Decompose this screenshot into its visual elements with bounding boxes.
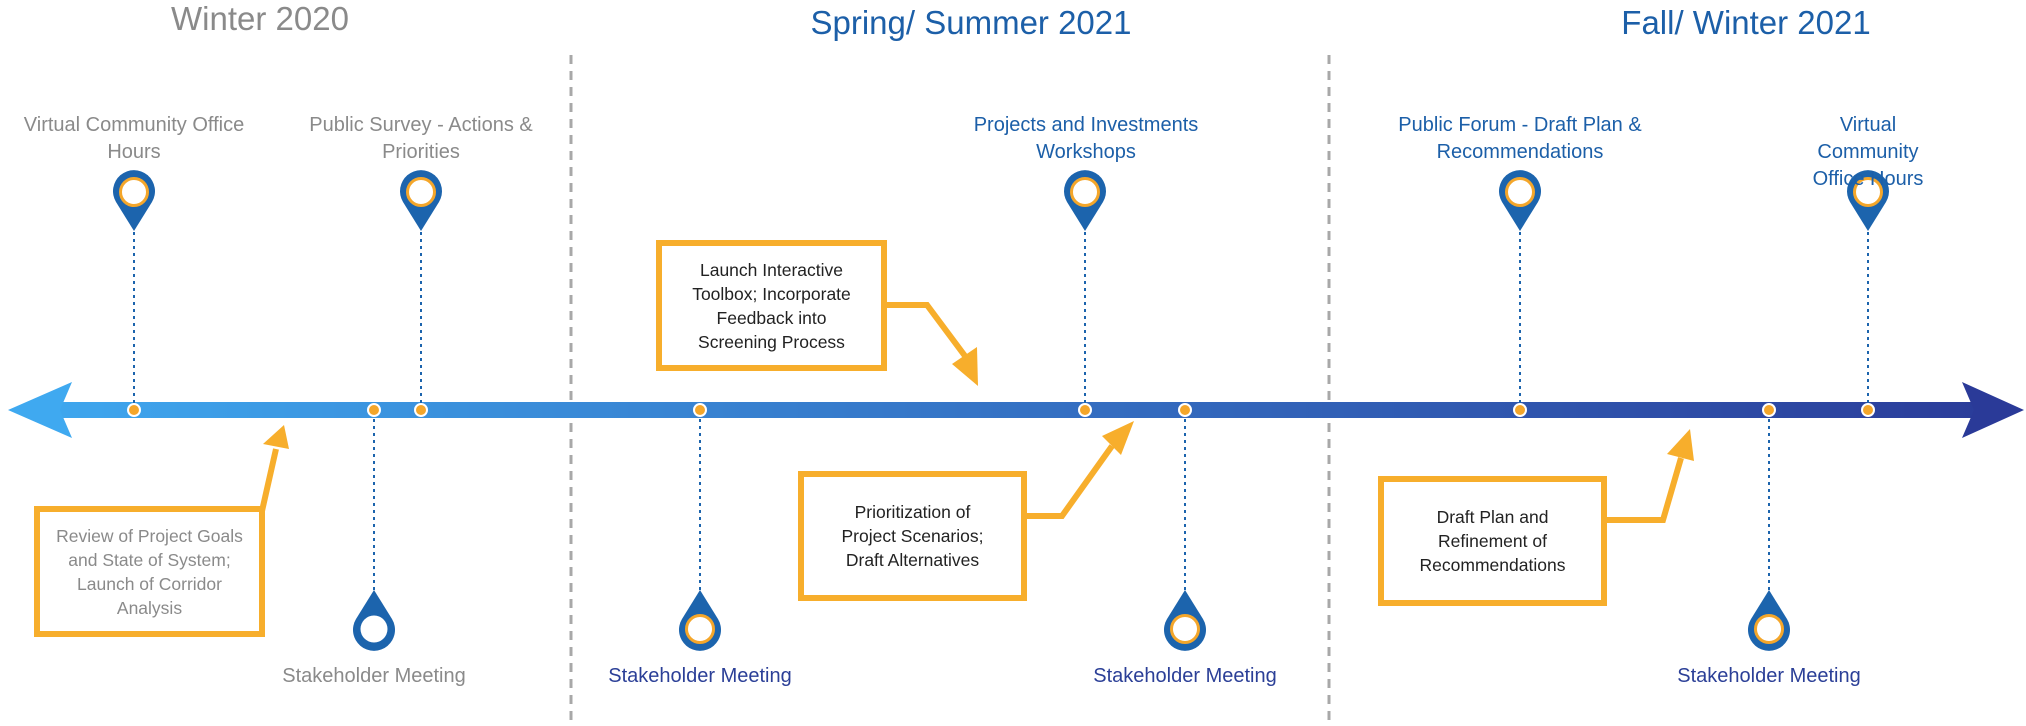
location-pin-icon [1064,170,1106,231]
callout-box [1378,476,1607,606]
callout-box [34,506,265,637]
season-heading-winter-2020: Winter 2020 [171,0,349,37]
event-label-projects-workshops: Projects and Investments Workshops [973,114,1199,163]
callout-arrowhead [1102,421,1134,455]
axis-marker [1513,403,1527,417]
event-label-stakeholder-meeting: Stakeholder Meeting [1093,665,1277,687]
axis-marker [1178,403,1192,417]
axis-marker [127,403,141,417]
location-pin-icon [400,170,442,231]
callout-arrowhead [263,425,289,449]
event-label-public-survey: Public Survey - Actions & Priorities [309,114,533,163]
callout-draft-plan: Draft Plan and Refinement of Recommendat… [1419,507,1566,575]
season-heading-fall-winter-2021: Fall/ Winter 2021 [1621,4,1871,41]
axis-marker [693,403,707,417]
event-label-stakeholder-meeting: Stakeholder Meeting [608,665,792,687]
callout-review-goals: Review of Project Goals and State of Sys… [56,525,243,618]
axis-marker [1861,403,1875,417]
callout-arrow [884,302,968,358]
axis-marker [1078,403,1092,417]
callout-prioritization: Prioritization of Project Scenarios; Dra… [841,502,984,570]
callout-arrowhead [1667,429,1694,461]
axis-marker [1762,403,1776,417]
callout-arrowhead [952,347,978,386]
callout-arrow [1604,457,1684,523]
season-heading-spring-summer-2021: Spring/ Summer 2021 [810,4,1132,41]
event-label-virtual-office-hours: Virtual Community Office Hours [23,114,245,163]
axis-marker [367,403,381,417]
callout-launch-toolbox: Launch Interactive Toolbox; Incorporate … [692,259,851,352]
callout-arrow [259,448,279,512]
drop-pin-icon [353,590,395,651]
axis-marker [414,403,428,417]
event-label-virtual-office-hours-2: Virtual Community Office Hours [1812,114,1924,190]
drop-pin-icon [1164,590,1206,651]
location-pin-icon [1847,170,1889,231]
drop-pin-icon [1748,590,1790,651]
right-arrowhead [1962,382,2024,438]
event-label-stakeholder-meeting: Stakeholder Meeting [282,665,466,687]
location-pin-icon [113,170,155,231]
callout-box [798,471,1027,601]
event-label-stakeholder-meeting: Stakeholder Meeting [1677,665,1861,687]
location-pin-icon [1499,170,1541,231]
timeline-axis [8,382,2024,438]
left-arrowhead [8,382,72,438]
callout-arrow [1024,444,1115,519]
drop-pin-icon [679,590,721,651]
event-label-public-forum: Public Forum - Draft Plan & Recommendati… [1398,114,1642,163]
